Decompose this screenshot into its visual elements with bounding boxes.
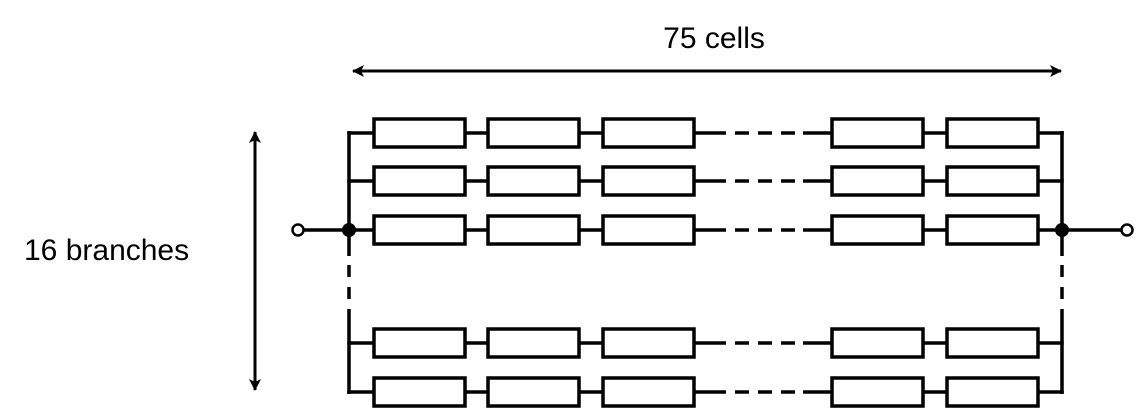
cell-icon [830, 327, 925, 359]
cell-icon [372, 327, 467, 359]
cell-icon [601, 376, 696, 408]
cell-icon [601, 214, 696, 246]
cell-icon [830, 214, 925, 246]
cell-icon [830, 376, 925, 408]
right-junction-icon [1055, 223, 1069, 237]
cell-icon [372, 117, 467, 149]
cell-icon [486, 376, 581, 408]
left-terminal-icon [291, 223, 305, 237]
cell-icon [486, 327, 581, 359]
cell-icon [945, 327, 1040, 359]
cell-icon [945, 117, 1040, 149]
cell-icon [830, 117, 925, 149]
branches-count-label: 16 branches [24, 234, 189, 267]
cell-icon [486, 214, 581, 246]
cell-icon [486, 117, 581, 149]
cell-icon [945, 165, 1040, 197]
cell-icon [372, 165, 467, 197]
left-junction-icon [342, 223, 356, 237]
cell-icon [601, 165, 696, 197]
cells-count-label: 75 cells [663, 22, 765, 55]
right-terminal-icon [1120, 223, 1134, 237]
cell-icon [601, 117, 696, 149]
cell-icon [945, 214, 1040, 246]
cell-icon [601, 327, 696, 359]
cell-icon [372, 376, 467, 408]
cell-icon [830, 165, 925, 197]
cell-icon [372, 214, 467, 246]
cell-icon [945, 376, 1040, 408]
cell-icon [486, 165, 581, 197]
circuit [291, 117, 1134, 408]
